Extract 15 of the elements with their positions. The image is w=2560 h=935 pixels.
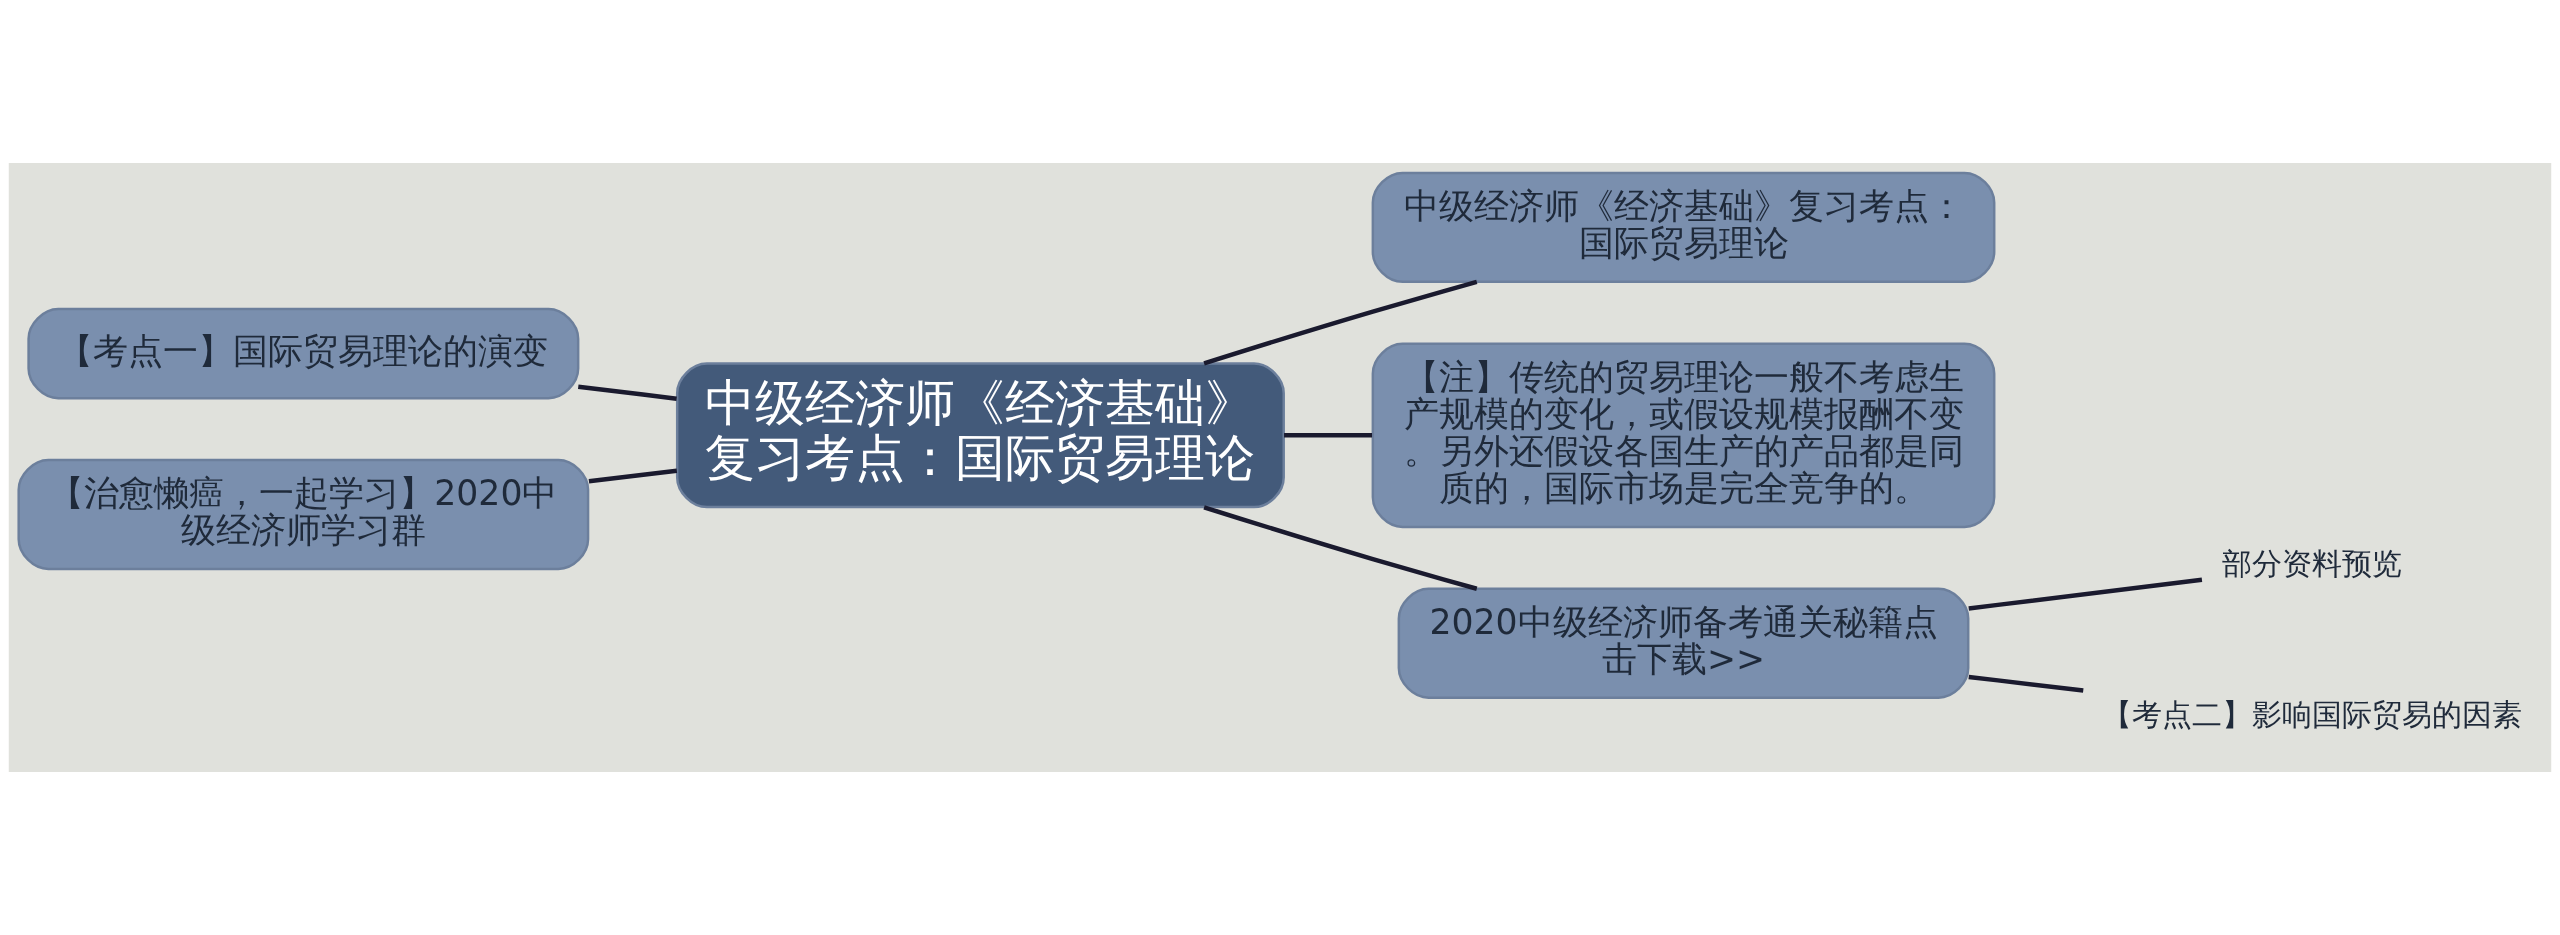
node-box: 【注】传统的贸易理论一般不考虑生产规模的变化，或假设规模报酬不变。另外还假设各国生产的产品都是同质的，国际市场是完全竞争的。 (1371, 342, 1996, 529)
node-box: 中级经济师《经济基础》复习考点：国际贸易理论 (1371, 171, 1996, 284)
connector (1284, 433, 1373, 438)
node-text: 【考点二】影响国际贸易的因素 (2102, 697, 2523, 733)
connector (588, 468, 678, 484)
node-box: 2020中级经济师备考通关秘籍点击下载>> (1397, 587, 1970, 699)
node-text: 部分资料预览 (2222, 546, 2403, 582)
connector (1968, 674, 2084, 693)
connector (1203, 505, 1478, 591)
node-box: 中级经济师《经济基础》复习考点：国际贸易理论 (675, 362, 1285, 509)
connector (1203, 279, 1478, 366)
connector (1968, 577, 2203, 611)
node-box: 【考点一】国际贸易理论的演变 (27, 307, 580, 400)
node-box: 【治愈懒癌，一起学习】2020中级经济师学习群 (17, 458, 590, 571)
connector (578, 384, 677, 401)
